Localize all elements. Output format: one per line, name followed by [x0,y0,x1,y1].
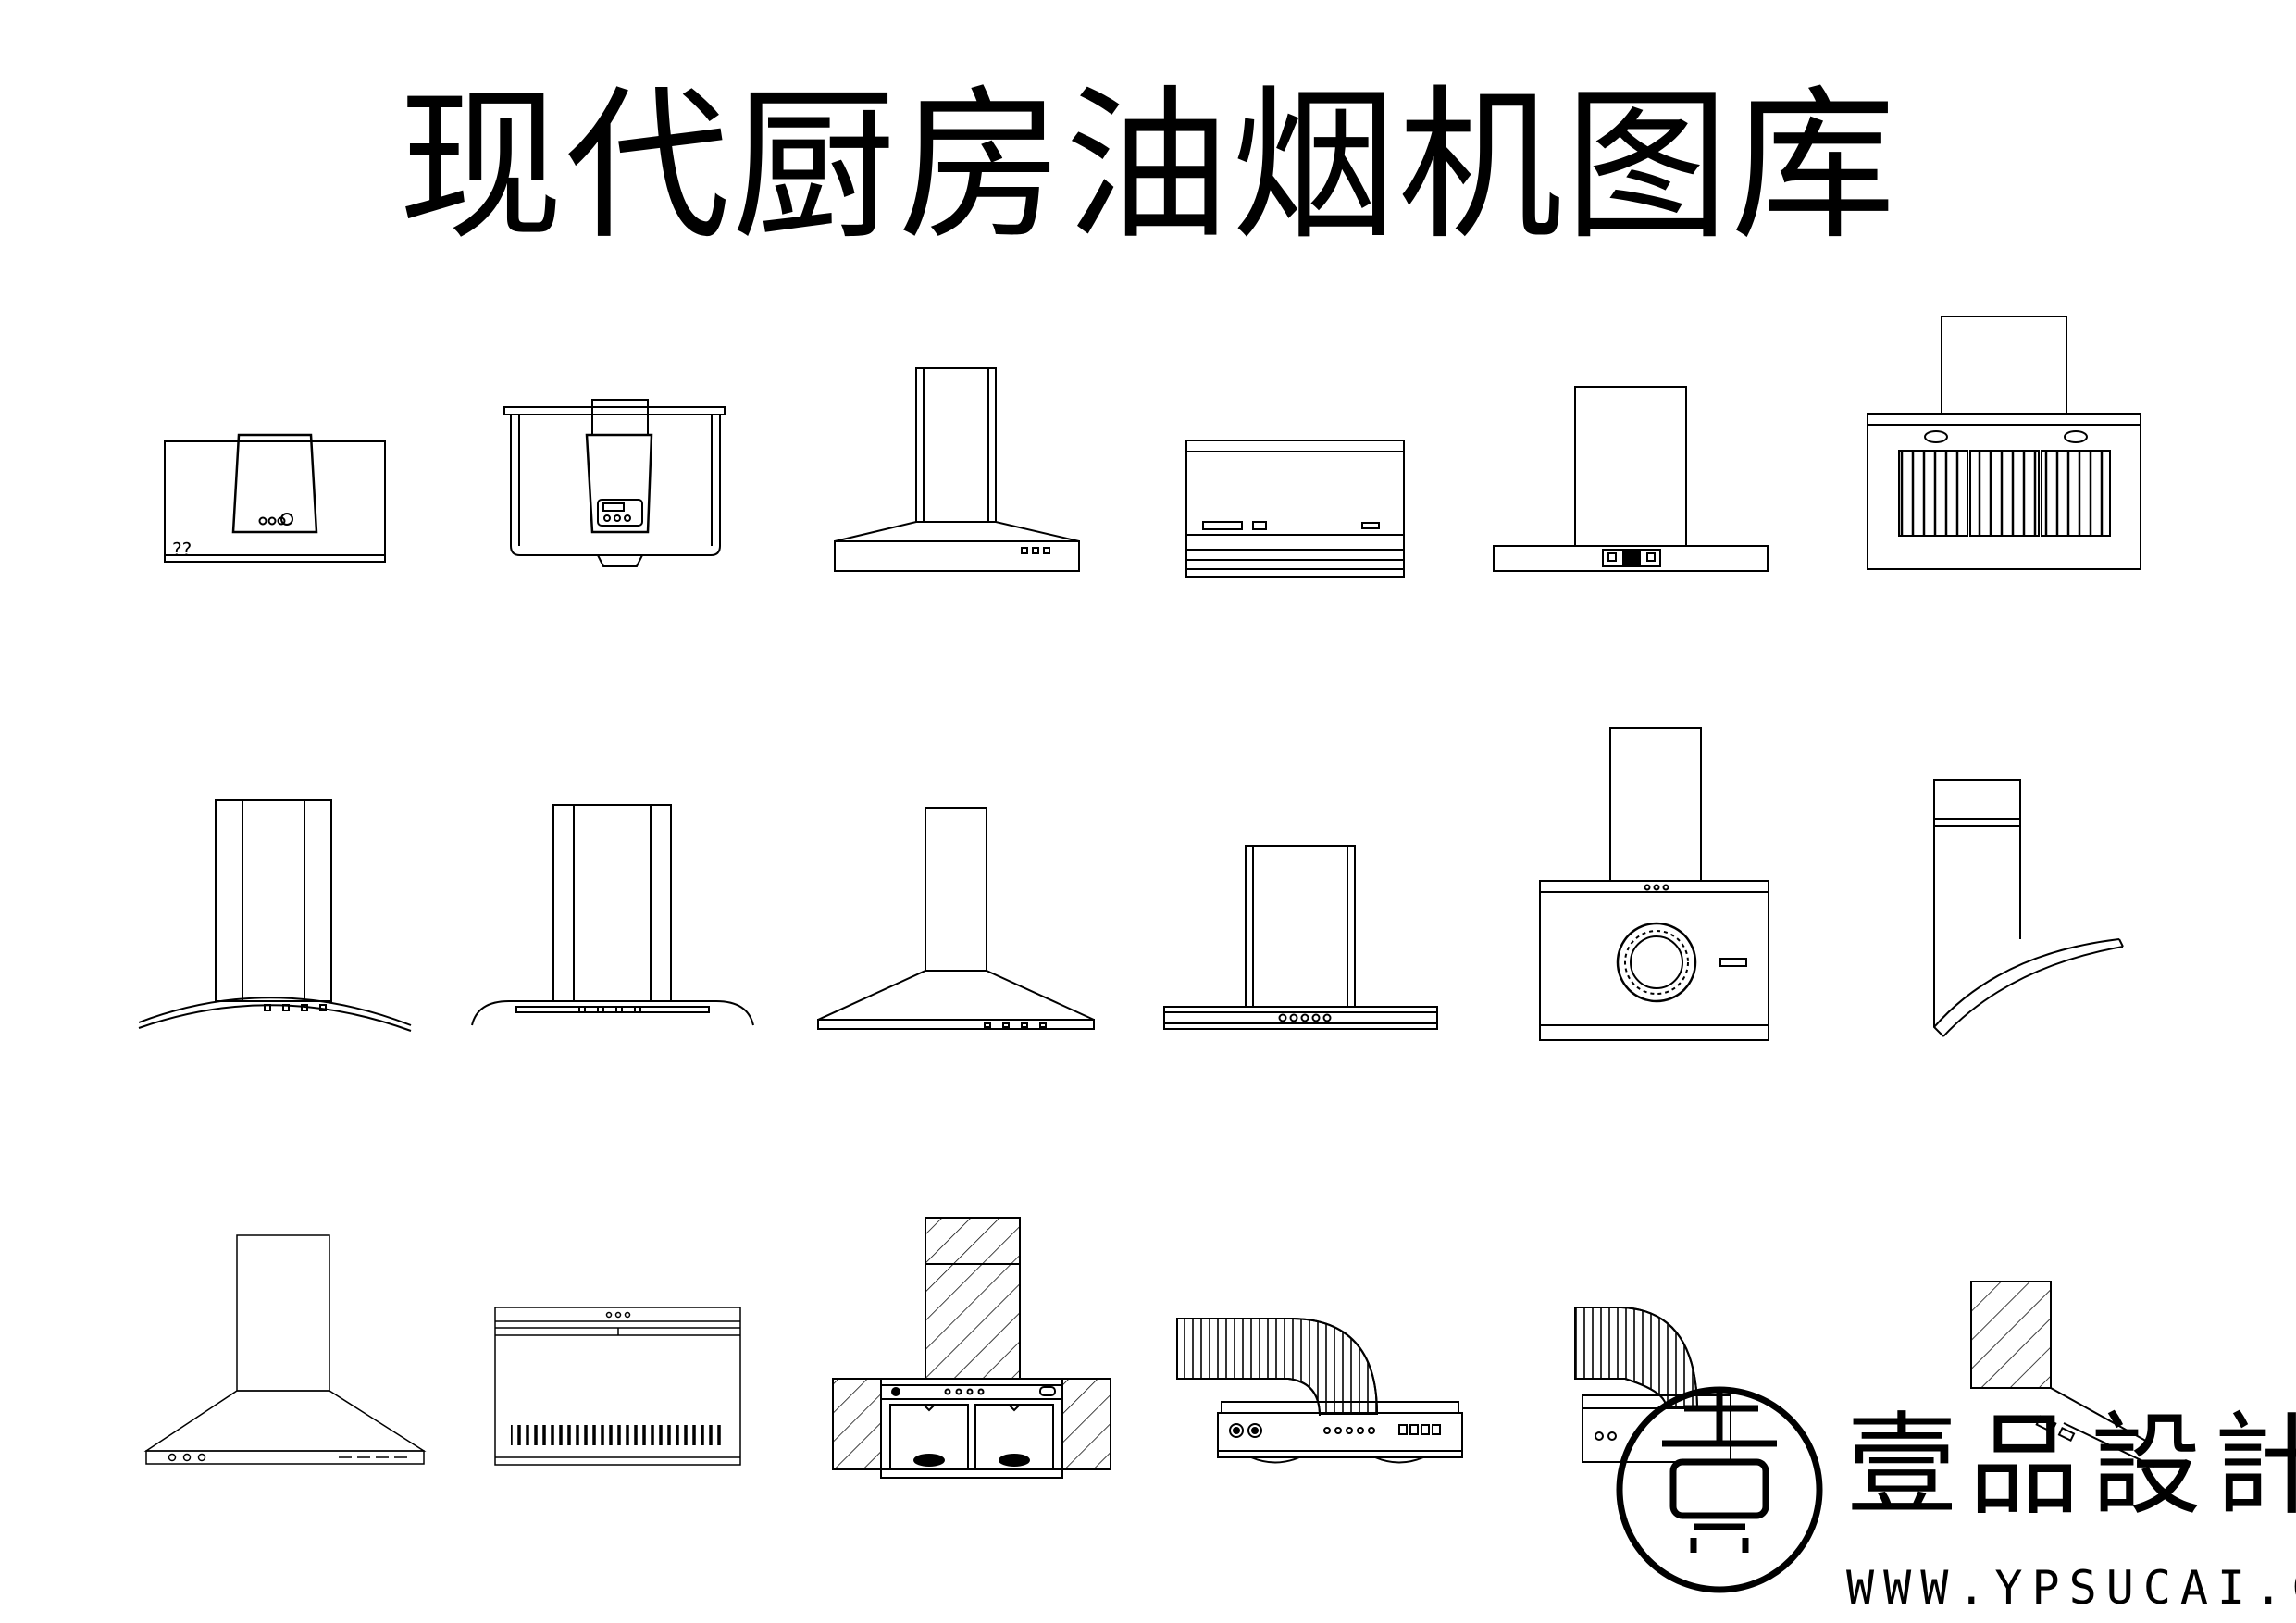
hood-1-label: ?? [172,539,192,561]
range-hood-11 [1539,727,1769,1041]
range-hood-13 [143,1234,427,1465]
range-hood-14 [494,1307,741,1466]
brand-url: WWW.YPSUCAI.COM [1846,1561,2296,1615]
range-hood-17 [1574,1307,1731,1471]
range-hood-18 [1970,1281,2155,1468]
range-hood-16 [1176,1318,1463,1464]
brand-logo [1616,1386,1823,1593]
range-hood-6 [1867,316,2141,570]
range-hood-2 [503,399,726,567]
range-hood-15 [832,1217,1111,1479]
range-hood-8 [471,804,754,1026]
range-hood-10 [1163,845,1438,1030]
range-hood-1: ?? [164,433,386,563]
range-hood-12 [1933,779,2124,1037]
range-hood-5 [1493,386,1769,572]
range-hood-7 [138,799,412,1032]
range-hood-4 [1185,440,1405,578]
range-hood-9 [817,807,1095,1030]
page-title: 现代厨房油烟机图库 [398,70,1898,262]
range-hood-3 [834,367,1080,572]
brand-name: 壹品設計 [1846,1402,2296,1530]
